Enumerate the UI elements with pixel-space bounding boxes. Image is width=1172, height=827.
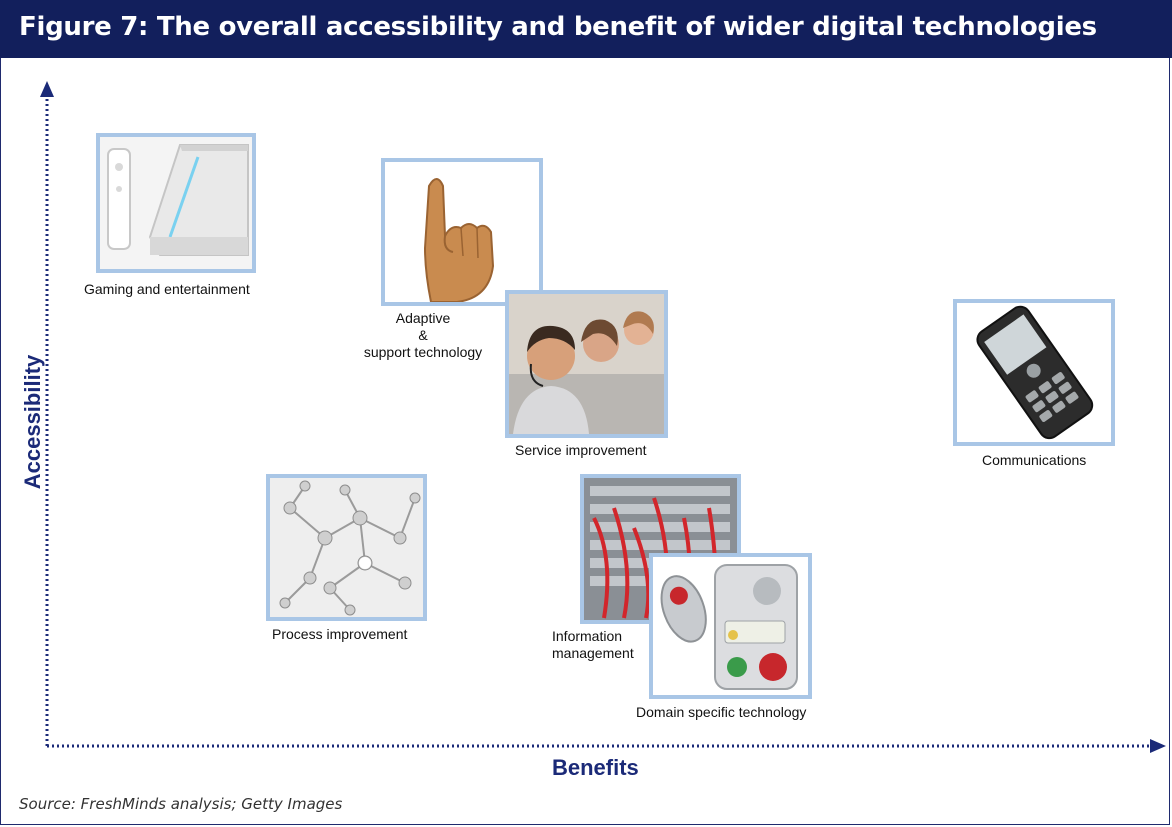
gaming-label: Gaming and entertainment <box>84 281 250 297</box>
adaptive-label: Adaptive & support technology <box>358 310 488 361</box>
x-axis-arrow <box>1150 739 1166 753</box>
information-label-line2: management <box>552 645 634 661</box>
y-axis-label: Accessibility <box>20 354 45 490</box>
y-axis-arrow <box>40 81 54 97</box>
title-bar: Figure 7: The overall accessibility and … <box>0 0 1172 58</box>
domain-label: Domain specific technology <box>636 704 807 720</box>
adaptive-label-line3: support technology <box>363 344 483 360</box>
game-console-icon <box>96 133 256 273</box>
information-label-line1: Information <box>552 628 623 644</box>
communications-label: Communications <box>982 452 1087 468</box>
source-note: Source: FreshMinds analysis; Getty Image… <box>19 795 343 813</box>
network-nodes-icon <box>266 474 427 621</box>
information-label: Information management <box>552 628 634 662</box>
adaptive-label-line1: Adaptive <box>395 310 451 326</box>
mobile-phone-icon <box>953 299 1115 446</box>
alarm-device-icon <box>649 553 812 699</box>
process-label: Process improvement <box>272 626 408 642</box>
x-axis-label: Benefits <box>552 755 639 780</box>
sign-language-hand-icon <box>381 158 543 306</box>
figure-title: Figure 7: The overall accessibility and … <box>19 12 1097 42</box>
service-label: Service improvement <box>515 442 647 458</box>
adaptive-label-line2: & <box>418 327 428 343</box>
call-centre-icon <box>505 290 668 438</box>
